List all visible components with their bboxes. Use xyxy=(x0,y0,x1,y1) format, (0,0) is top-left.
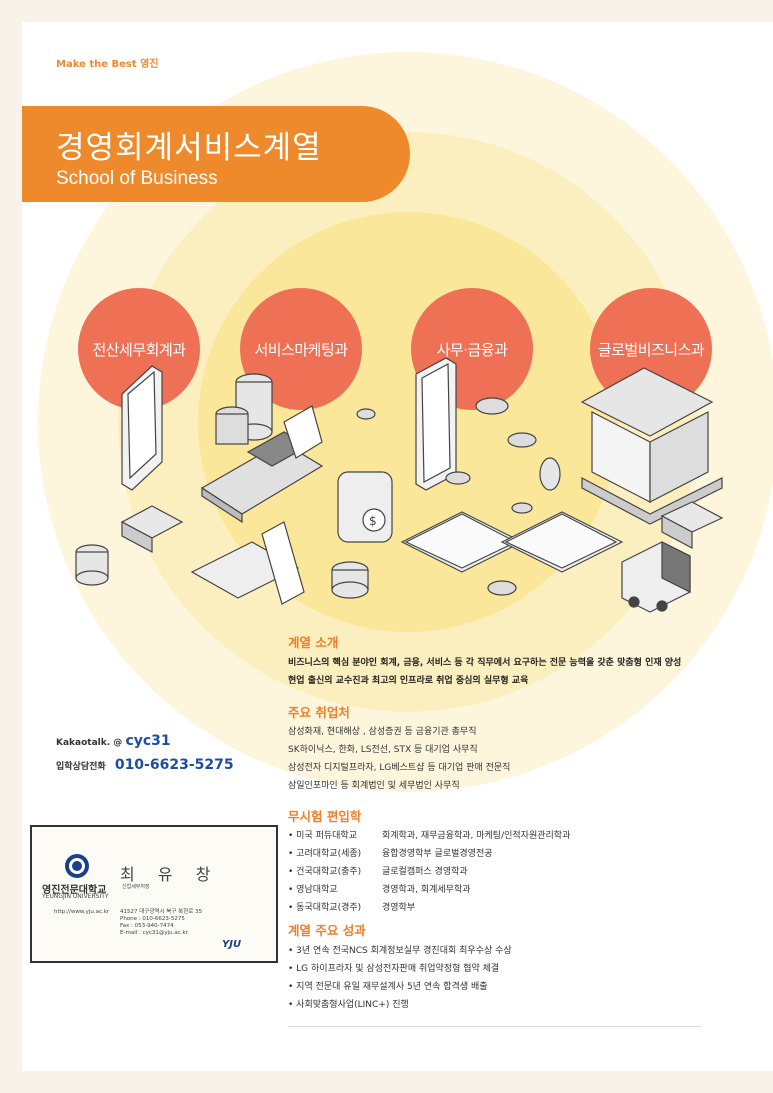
achievement-item: 사회맞춤형사업(LINC+) 진행 xyxy=(288,996,512,1014)
receive-phone-icon xyxy=(500,511,624,573)
card-terminal-icon xyxy=(200,405,324,524)
transfer-department: 융합경영학부 글로벌경영전공 xyxy=(382,849,493,859)
employment-item: 삼성전자 디지털프라자, LG베스트샵 등 대기업 판매 전문직 xyxy=(288,763,511,773)
business-card: 영진전문대학교 YEUNGJIN UNIVERSITY 최 유 창 신업세무처장… xyxy=(30,825,278,963)
card-university-en: YEUNGJIN UNIVERSITY xyxy=(42,893,109,900)
card-address: 41527 대구광역시 북구 복현로 35 xyxy=(120,909,203,915)
achievement-item: LG 하이프라자 및 삼성전자판매 취업약정형 협약 체결 xyxy=(288,960,512,978)
business-illustration: $ xyxy=(75,357,724,613)
card-person-name: 최 유 창 xyxy=(120,865,220,884)
smartphone-icon xyxy=(415,357,457,491)
coin-stack-icon xyxy=(331,561,369,599)
card-role: 신업세무처장 xyxy=(122,884,150,890)
intro-line: 현업 출신의 교수진과 최고의 인프라로 취업 중심의 실무형 교육 xyxy=(288,676,529,686)
achievements-title: 계열 주요 성과 xyxy=(288,923,366,938)
transfer-row: 건국대학교(충주) 글로컬캠퍼스 경영학과 xyxy=(288,863,570,881)
title-banner: 경영회계서비스계열 School of Business xyxy=(22,106,410,202)
tagline: Make the Best 영진 xyxy=(56,59,159,70)
cash-stack-icon xyxy=(120,501,724,553)
money-bag-icon: $ xyxy=(337,471,393,543)
transfer-university: 미국 퍼듀대학교 xyxy=(288,827,382,845)
kakao-contact: Kakaotalk. @ cyc31 xyxy=(56,733,171,749)
send-phone-icon xyxy=(400,511,524,573)
phone-number[interactable]: 010-6623-5275 xyxy=(114,757,234,773)
employment-list: 삼성화재, 현대해상 , 삼성증권 등 금융기관 총무직 SK하이닉스, 한화,… xyxy=(288,723,510,795)
intro-text: 비즈니스의 핵심 분야인 회계, 금융, 서비스 등 각 직무에서 요구하는 전… xyxy=(288,654,681,690)
divider xyxy=(288,1026,701,1027)
phone-label: 입학상담전화 xyxy=(56,762,106,772)
transfer-row: 고려대학교(세종) 융합경영학부 글로벌경영전공 xyxy=(288,845,570,863)
transfer-department: 경영학과, 회계세무학과 xyxy=(382,885,471,895)
transfer-department: 경영학부 xyxy=(382,903,416,913)
achievement-item: 지역 전문대 유일 재무설계사 5년 연속 합격생 배출 xyxy=(288,978,512,996)
transfer-university: 건국대학교(충주) xyxy=(288,863,382,881)
payment-phone-icon xyxy=(190,521,305,605)
card-fax: Fax : 053-940-7474 xyxy=(120,923,174,929)
card-url: http://www.yju.ac.kr xyxy=(54,909,110,915)
intro-line: 비즈니스의 핵심 분야인 회계, 금융, 서비스 등 각 직무에서 요구하는 전… xyxy=(288,658,682,668)
card-yju-logo: YJU xyxy=(222,939,242,950)
brochure-page: Make the Best 영진 경영회계서비스계열 School of Bus… xyxy=(22,22,773,1071)
transfer-row: 동국대학교(경주) 경영학부 xyxy=(288,899,570,917)
transfer-row: 미국 퍼듀대학교 회계학과, 재무금융학과, 마케팅/인적자원관리학과 xyxy=(288,827,570,845)
kakao-id[interactable]: cyc31 xyxy=(125,733,171,749)
university-emblem-icon xyxy=(65,854,89,878)
banner-subtitle: School of Business xyxy=(56,168,218,189)
employment-title: 주요 취업처 xyxy=(288,705,350,720)
card-email: E-mail : cyc31@yju.ac.kr xyxy=(120,930,189,936)
dept-circle-marketing: 서비스마케팅과 xyxy=(240,288,362,410)
svg-text:$: $ xyxy=(369,514,377,528)
transfer-university: 동국대학교(경주) xyxy=(288,899,382,917)
transfer-department: 글로컬캠퍼스 경영학과 xyxy=(382,867,468,877)
transfer-title: 무시험 편입학 xyxy=(288,809,362,824)
card-info: 41527 대구광역시 북구 복현로 35 Phone : 010-6623-5… xyxy=(120,909,202,937)
transfer-department: 회계학과, 재무금융학과, 마케팅/인적자원관리학과 xyxy=(382,831,571,841)
achievement-item: 3년 연속 전국NCS 회계정보실무 경진대회 최우수상 수상 xyxy=(288,942,512,960)
employment-item: 삼성화재, 현대해상 , 삼성증권 등 금융기관 총무직 xyxy=(288,727,477,737)
employment-item: SK하이닉스, 한화, LS전선, STX 등 대기업 사무직 xyxy=(288,745,478,755)
kakao-label: Kakaotalk. @ xyxy=(56,738,123,748)
transfer-university: 고려대학교(세종) xyxy=(288,845,382,863)
card-university-kr: 영진전문대학교 xyxy=(42,885,107,896)
bank-building-icon xyxy=(580,367,723,525)
coin-stack-icon xyxy=(215,373,273,445)
transfer-list: 미국 퍼듀대학교 회계학과, 재무금융학과, 마케팅/인적자원관리학과 고려대학… xyxy=(288,827,570,917)
card-phone: Phone : 010-6623-5275 xyxy=(120,916,185,922)
intro-title: 계열 소개 xyxy=(288,635,339,650)
coin-stack-icon xyxy=(75,544,109,586)
smartphone-icon xyxy=(121,365,163,491)
achievements-list: 3년 연속 전국NCS 회계정보실무 경진대회 최우수상 수상 LG 하이프라자… xyxy=(288,942,512,1014)
employment-item: 삼일인포마인 등 회계법인 및 세무법인 사무직 xyxy=(288,781,460,791)
coin-icon xyxy=(356,397,561,596)
transfer-university: 영남대학교 xyxy=(288,881,382,899)
transfer-row: 영남대학교 경영학과, 회계세무학과 xyxy=(288,881,570,899)
phone-contact: 입학상담전화 010-6623-5275 xyxy=(56,757,234,773)
banner-title: 경영회계서비스계열 xyxy=(56,130,322,166)
delivery-truck-icon xyxy=(621,541,691,613)
